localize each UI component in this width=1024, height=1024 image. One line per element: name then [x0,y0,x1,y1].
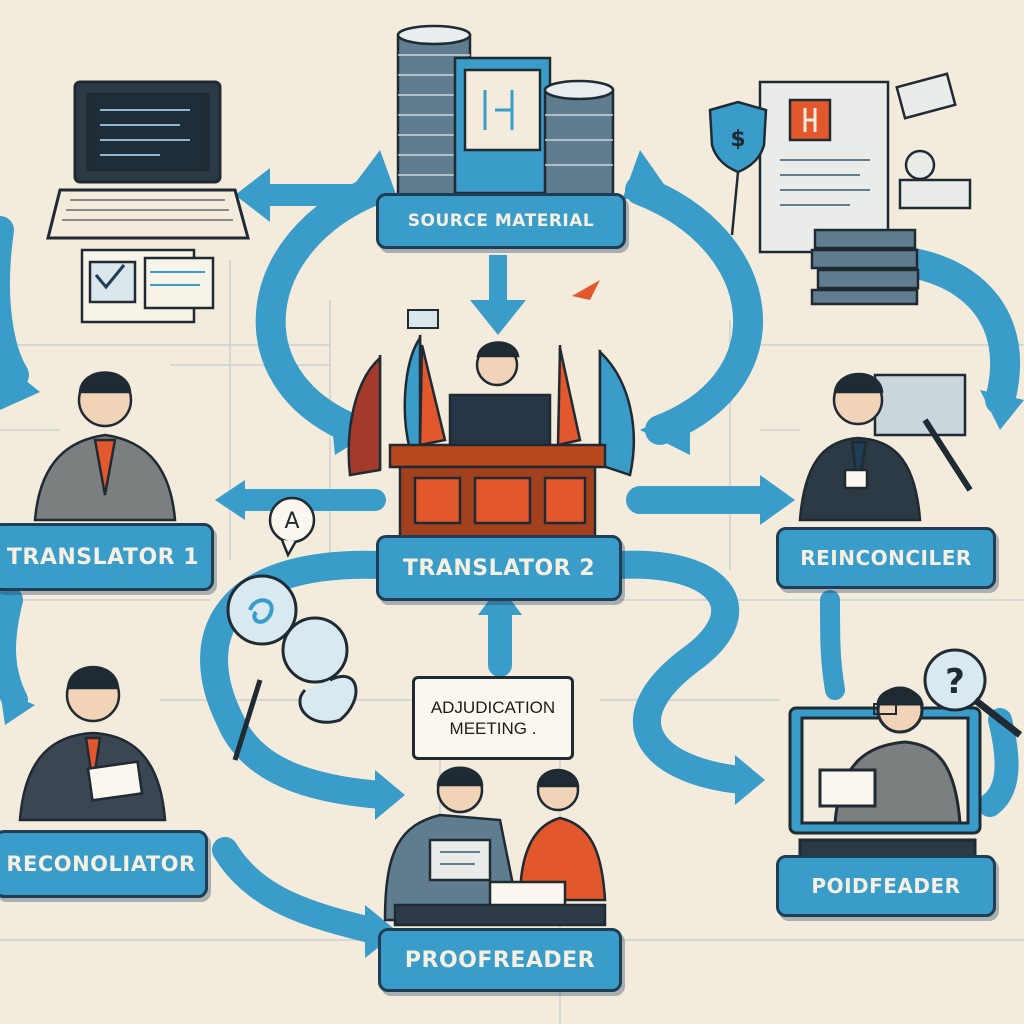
arrow-left-edge-top [0,230,15,375]
translator-1-person [35,373,175,521]
arrow-reinconciler-down [830,600,835,690]
arrow-reconoliator-to-proofreader [225,850,370,930]
node-proofreader: PROOFREADER [378,928,622,992]
node-translator-1-label: TRANSLATOR 1 [7,545,199,570]
document-checklist-illustration [82,250,213,322]
node-reinconciler-label: REINCONCILER [800,546,972,570]
node-reconoliator: RECONOLIATOR [0,830,208,898]
adjudication-meeting-note: ADJUDICATION MEETING . [412,676,574,760]
podium-illustration [349,335,634,537]
node-poidfeader: POIDFEADER [776,855,996,917]
source-material-illustration [398,26,613,195]
node-reinconciler: REINCONCILER [776,527,996,589]
adjudication-line-2: MEETING . [450,718,537,739]
node-source-material-label: SOURCE MATERIAL [408,211,594,231]
node-poidfeader-label: POIDFEADER [811,874,960,898]
badge-letter: A [284,509,299,534]
arrow-right-edge-bottom [990,720,1007,805]
node-translator-2-label: TRANSLATOR 2 [403,556,595,581]
adjudication-line-1: ADJUDICATION [431,697,555,718]
question-mark: ? [945,662,965,702]
small-down-arrow [470,255,526,335]
gear-icon [906,151,934,179]
laptop-illustration [48,82,248,238]
arrow-left-edge-bottom [3,600,15,700]
node-translator-1: TRANSLATOR 1 [0,523,214,591]
node-reconoliator-label: RECONOLIATOR [6,852,195,876]
reconoliator-person [20,667,165,820]
dollar-symbol: $ [730,127,745,152]
node-proofreader-label: PROOFREADER [405,948,595,973]
arrow-curve-right-middle [620,565,740,780]
node-source-material: SOURCE MATERIAL [376,193,626,249]
reinconciler-person [800,374,970,520]
node-translator-2: TRANSLATOR 2 [376,535,622,601]
letter-badge: A [270,498,314,555]
proofreader-illustration [385,768,605,925]
